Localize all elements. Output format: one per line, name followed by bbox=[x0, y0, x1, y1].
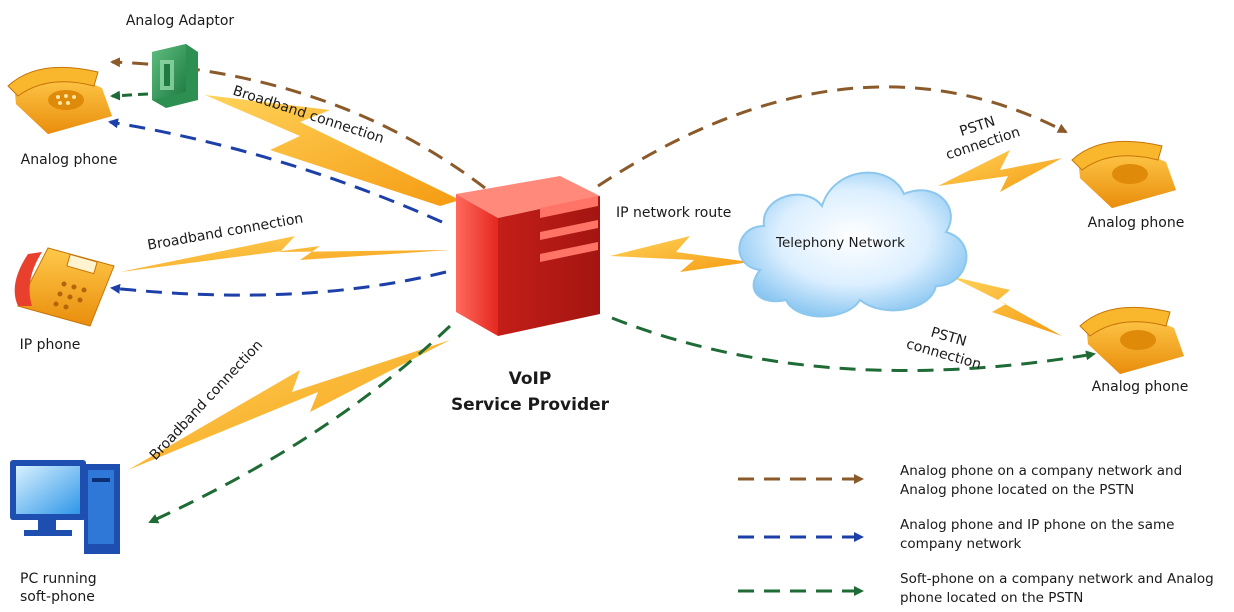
lightning-bolt-icon bbox=[120, 236, 450, 272]
ip-network-route-label: IP network route bbox=[616, 205, 732, 221]
blue-link-ip bbox=[110, 270, 447, 297]
lightning-bolt-icon bbox=[610, 236, 750, 272]
voip-title-line1: VoIP bbox=[508, 369, 552, 389]
brown-link-right bbox=[597, 85, 1068, 188]
green-link-right bbox=[611, 316, 1096, 373]
analog-phone-right-top-label: Analog phone bbox=[1087, 215, 1185, 231]
green-link-adaptor bbox=[110, 90, 149, 101]
analog-phone-icon bbox=[7, 66, 112, 134]
green-link-pc bbox=[148, 324, 452, 524]
pc-soft-phone-label: PC running soft-phone bbox=[20, 571, 97, 605]
legend-item-blue: Analog phone and IP phone on the same co… bbox=[900, 517, 1175, 552]
lightning-bolt-icon bbox=[950, 276, 1062, 336]
voip-title-line2: Service Provider bbox=[450, 395, 610, 415]
ip-phone-icon bbox=[14, 247, 115, 327]
analog-phone-icon bbox=[1071, 140, 1176, 208]
pc-icon bbox=[10, 460, 120, 554]
ip-phone-label: IP phone bbox=[19, 337, 81, 353]
analog-phone-left-label: Analog phone bbox=[20, 152, 118, 168]
lightning-bolt-icon bbox=[128, 340, 450, 470]
lightning-bolt-icon bbox=[938, 150, 1062, 192]
analog-phone-right-bottom-label: Analog phone bbox=[1091, 379, 1189, 395]
cloud-icon bbox=[738, 171, 968, 318]
telephony-network-label: Telephony Network bbox=[776, 235, 905, 251]
lightning-bolt-icon bbox=[205, 95, 460, 206]
analog-adaptor-label: Analog Adaptor bbox=[125, 13, 235, 29]
legend-item-brown: Analog phone on a company network and An… bbox=[900, 463, 1183, 498]
legend-item-green: Soft-phone on a company network and Anal… bbox=[900, 571, 1214, 606]
analog-adaptor-icon bbox=[152, 44, 198, 108]
server-icon bbox=[456, 176, 600, 336]
analog-phone-icon bbox=[1079, 306, 1184, 374]
